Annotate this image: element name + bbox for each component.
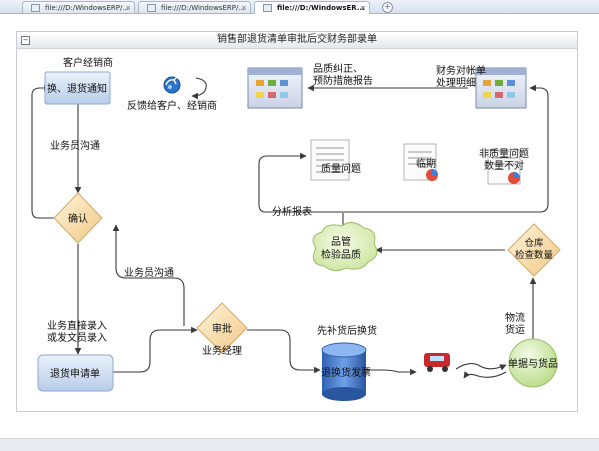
customer-dealer-label: 客户经销商	[63, 56, 113, 69]
arrow-invoice-to-truck	[366, 368, 417, 376]
arrow-analysis-to-finance	[316, 84, 549, 213]
quality-issue-label: 质量问题	[321, 162, 361, 175]
page-icon	[31, 4, 40, 12]
sales-manager-label: 业务经理	[202, 344, 242, 357]
replenish-label: 先补货后换货	[317, 324, 377, 337]
status-strip	[0, 438, 599, 451]
direct-entry-line2: 或发文员录入	[47, 331, 107, 344]
truck-icon	[424, 353, 450, 372]
direct-entry-line1: 业务直接录入	[47, 319, 107, 332]
quality-report-line1: 品质纠正、	[313, 63, 363, 75]
arrow-feedback-curl	[191, 77, 207, 100]
panel-header: 销售部退货清单审批后交财务部录单 −	[17, 32, 577, 49]
warehouse-diamond	[507, 223, 561, 277]
browser-tab-1[interactable]: file:///D:/WindowsERP/... ×	[22, 1, 135, 13]
arrow-approve-to-invoice	[247, 329, 321, 374]
tab-label: file:///D:/WindowsERP/...	[45, 4, 129, 12]
logistics-line1: 物流	[505, 311, 525, 324]
quality-report-line2: 预防措施报告	[313, 74, 373, 87]
new-tab-button[interactable]: +	[382, 2, 393, 13]
refresh-icon	[163, 76, 181, 94]
connectors	[31, 77, 549, 379]
arrow-return-form-to-approve	[113, 326, 198, 373]
panel-title: 销售部退货清单审批后交财务部录单	[217, 34, 377, 45]
browser-tab-bar: file:///D:/WindowsERP/... × file:///D:/W…	[0, 0, 599, 14]
qc-line1: 品管	[331, 235, 351, 248]
arrow-analysis-to-quality-issue	[258, 152, 316, 213]
warehouse-line1: 仓库	[524, 237, 544, 249]
arrow-approve-to-confirm	[112, 224, 185, 326]
approve-label: 审批	[212, 322, 232, 335]
page-icon	[263, 4, 272, 12]
non-quality-document-icon	[487, 149, 521, 185]
docs-goods-circle	[508, 338, 558, 388]
arrow-truck-to-docs	[455, 363, 507, 371]
docs-goods-label: 单据与货品	[508, 357, 558, 370]
approve-diamond	[196, 302, 248, 354]
arrow-confirm-to-notice	[31, 84, 57, 219]
qc-cloud	[312, 222, 378, 272]
report-window-icon	[247, 67, 303, 109]
confirm-label: 确认	[68, 212, 88, 225]
feedback-label: 反馈给客户、经销商	[127, 99, 217, 112]
close-icon[interactable]: ×	[360, 4, 366, 12]
browser-tab-2[interactable]: file:///D:/WindowsERP/... ×	[138, 1, 251, 13]
qc-line2: 检验品质	[321, 248, 361, 261]
quality-issue-document-icon	[310, 139, 350, 181]
return-form-label: 退货申请单	[50, 367, 100, 380]
invoice-cylinder	[321, 342, 367, 401]
close-icon[interactable]: ×	[125, 4, 131, 12]
expired-label: 临期	[416, 157, 436, 170]
sales-comm-label-2: 业务员沟通	[124, 266, 174, 279]
arrow-docs-to-truck	[463, 371, 507, 379]
exchange-notice-label: 换、退货通知	[47, 82, 107, 95]
finance-line2: 处理明细	[436, 76, 476, 89]
browser-tab-active[interactable]: file:///D:/WindowsER... ×	[254, 1, 370, 14]
invoice-label: 退换货发票	[321, 366, 371, 379]
page-icon	[147, 4, 156, 12]
close-icon[interactable]: ×	[241, 4, 247, 12]
tab-label: file:///D:/WindowsERP/...	[161, 4, 245, 12]
analysis-report-label: 分析报表	[272, 205, 312, 218]
return-form-box	[37, 354, 114, 392]
non-quality-line1: 非质量问题	[479, 147, 529, 160]
logistics-line2: 货运	[505, 323, 525, 336]
finance-window-icon	[475, 67, 527, 109]
collapse-button[interactable]: −	[21, 36, 30, 45]
exchange-notice-box: 换、退货通知	[44, 71, 111, 105]
finance-line1: 财务对帐单	[436, 64, 486, 77]
warehouse-line2: 检查数量	[515, 249, 554, 261]
expired-document-icon	[403, 143, 438, 181]
sales-comm-label-1: 业务员沟通	[50, 139, 100, 152]
tab-label: file:///D:/WindowsER...	[277, 4, 365, 12]
confirm-diamond	[53, 192, 103, 244]
non-quality-line2: 数量不对	[484, 159, 524, 172]
